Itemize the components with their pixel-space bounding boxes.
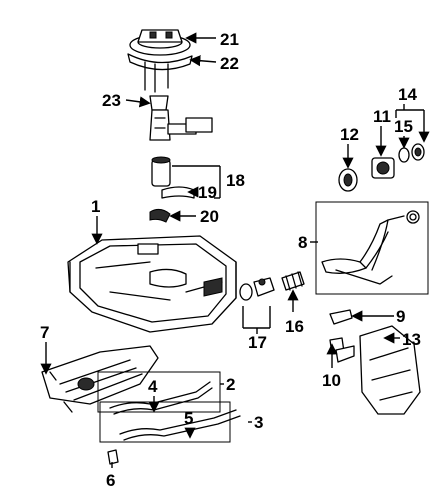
svg-text:12: 12 <box>340 125 359 144</box>
bracket-9 <box>329 309 353 325</box>
callout-1: 1 <box>91 197 103 245</box>
svg-text:21: 21 <box>220 30 239 49</box>
callout-3: 3 <box>248 413 263 432</box>
svg-text:14: 14 <box>398 85 417 104</box>
svg-text:17: 17 <box>248 333 267 352</box>
callout-6: 6 <box>106 462 115 490</box>
callout-4: 4 <box>148 377 160 413</box>
bolt-6 <box>107 449 119 465</box>
callout-15: 15 <box>394 117 413 149</box>
svg-text:16: 16 <box>285 317 304 336</box>
svg-text:5: 5 <box>184 409 193 428</box>
callout-12: 12 <box>340 125 359 169</box>
svg-text:13: 13 <box>402 330 421 349</box>
bracket-10 <box>329 337 355 363</box>
fuel-pump-18 <box>151 156 195 199</box>
callout-14: 14 <box>395 85 430 143</box>
fuel-tank <box>67 235 237 333</box>
svg-text:23: 23 <box>102 91 121 110</box>
svg-text:20: 20 <box>200 207 219 226</box>
svg-text:3: 3 <box>254 413 263 432</box>
callout-18: 18 <box>172 165 245 199</box>
filler-neck-8 <box>321 210 420 285</box>
svg-text:19: 19 <box>198 183 217 202</box>
callout-13: 13 <box>383 330 421 349</box>
pump-module-top <box>127 29 193 93</box>
svg-text:11: 11 <box>373 107 391 126</box>
callout-10: 10 <box>322 343 341 390</box>
callout-21: 21 <box>185 30 239 49</box>
callout-8: 8 <box>298 233 318 252</box>
pump-bracket-23 <box>149 95 213 141</box>
callout-11: 11 <box>373 107 391 157</box>
svg-text:22: 22 <box>220 54 239 73</box>
svg-text:15: 15 <box>394 117 413 136</box>
callout-23: 23 <box>102 91 151 110</box>
svg-text:2: 2 <box>226 375 235 394</box>
cap-parts <box>338 143 425 192</box>
callout-20: 20 <box>169 207 219 226</box>
svg-text:4: 4 <box>148 377 158 396</box>
svg-text:1: 1 <box>91 197 100 216</box>
callout-5: 5 <box>184 409 196 439</box>
callout-2: 2 <box>220 375 235 394</box>
strap-5 <box>119 409 241 441</box>
callout-17: 17 <box>242 306 271 352</box>
svg-text:7: 7 <box>40 323 49 342</box>
callout-19: 19 <box>187 183 217 202</box>
svg-text:6: 6 <box>106 471 115 490</box>
callout-22: 22 <box>189 54 239 73</box>
svg-text:10: 10 <box>322 371 341 390</box>
svg-text:18: 18 <box>226 171 245 190</box>
shield-13 <box>359 325 421 415</box>
callout-9: 9 <box>351 307 405 326</box>
callout-16: 16 <box>285 289 304 336</box>
filter-20 <box>149 208 171 223</box>
svg-text:8: 8 <box>298 233 307 252</box>
svg-text:9: 9 <box>396 307 405 326</box>
callout-7: 7 <box>40 323 52 375</box>
strap-box-3 <box>99 401 231 443</box>
hoses <box>239 271 305 301</box>
filler-neck-box <box>315 201 429 295</box>
